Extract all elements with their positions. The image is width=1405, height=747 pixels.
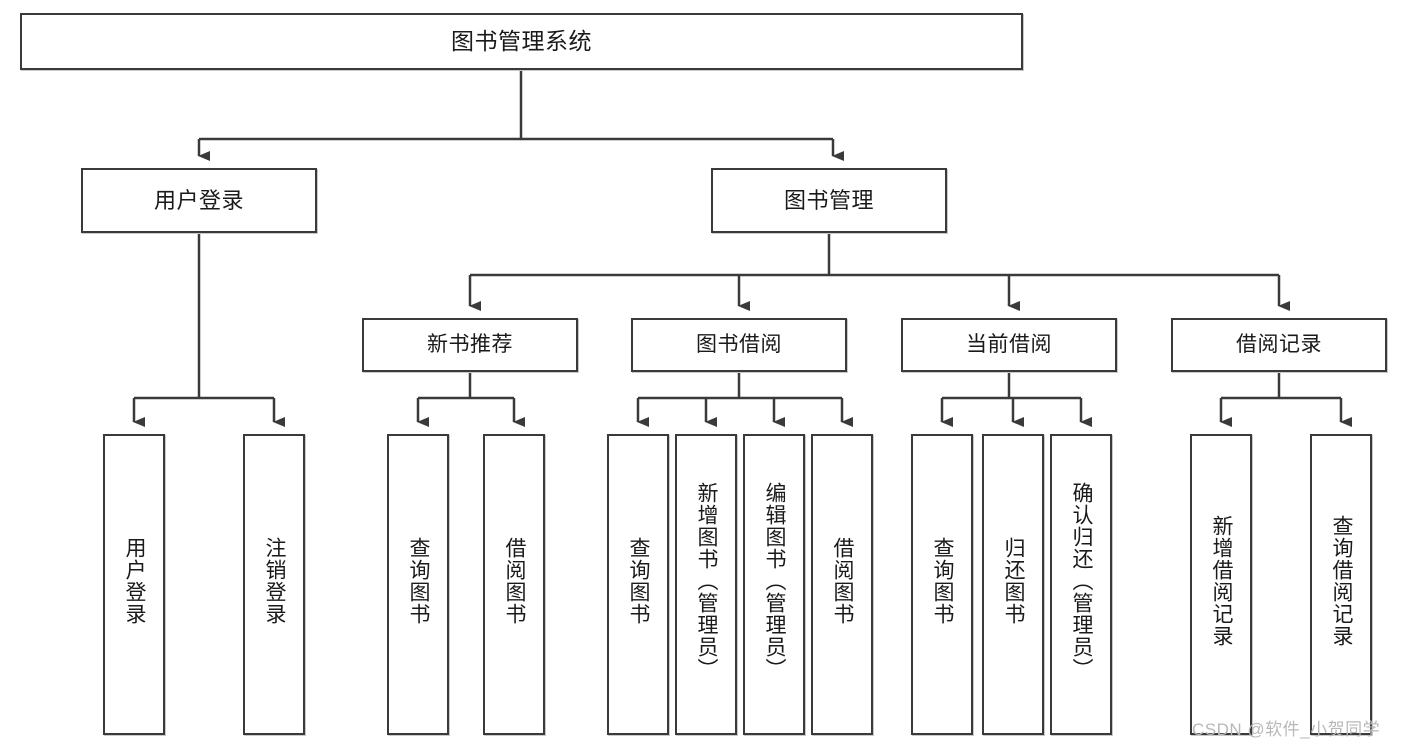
node-root[interactable]: 图书管理系统 xyxy=(20,13,1023,70)
leaf-borrow-book-label: 借阅图书 xyxy=(831,536,855,625)
leaf-borrow-book-recommend[interactable]: 借阅图书 xyxy=(483,434,545,735)
leaf-query-borrow-record[interactable]: 查询借阅记录 xyxy=(1310,434,1372,735)
leaf-add-book-admin-label: 新增图书（管理员） xyxy=(695,481,719,680)
leaf-return-book[interactable]: 归还图书 xyxy=(982,434,1044,735)
leaf-user-login[interactable]: 用户登录 xyxy=(103,434,165,735)
node-book-borrow-label: 图书借阅 xyxy=(696,332,782,356)
leaf-query-book-current[interactable]: 查询图书 xyxy=(911,434,973,735)
node-borrow-record-label: 借阅记录 xyxy=(1236,332,1322,356)
leaf-query-borrow-record-label: 查询借阅记录 xyxy=(1330,514,1354,647)
leaf-add-borrow-record-label: 新增借阅记录 xyxy=(1210,514,1234,647)
node-user-login-label: 用户登录 xyxy=(153,187,244,213)
node-new-book-recommend[interactable]: 新书推荐 xyxy=(362,318,578,372)
leaf-add-book-admin[interactable]: 新增图书（管理员） xyxy=(675,434,737,735)
node-book-management[interactable]: 图书管理 xyxy=(711,168,947,233)
node-current-borrow[interactable]: 当前借阅 xyxy=(901,318,1117,372)
leaf-query-book-recommend-label: 查询图书 xyxy=(407,536,431,625)
leaf-borrow-book[interactable]: 借阅图书 xyxy=(811,434,873,735)
leaf-return-book-label: 归还图书 xyxy=(1002,536,1026,625)
leaf-borrow-book-recommend-label: 借阅图书 xyxy=(503,536,527,625)
node-book-borrow[interactable]: 图书借阅 xyxy=(631,318,847,372)
leaf-edit-book-admin-label: 编辑图书（管理员） xyxy=(763,481,787,680)
leaf-confirm-return-admin[interactable]: 确认归还（管理员） xyxy=(1050,434,1112,735)
node-book-management-label: 图书管理 xyxy=(783,187,874,213)
leaf-logout[interactable]: 注销登录 xyxy=(243,434,305,735)
node-current-borrow-label: 当前借阅 xyxy=(966,332,1052,356)
leaf-query-book-borrow-label: 查询图书 xyxy=(627,536,651,625)
node-new-book-recommend-label: 新书推荐 xyxy=(427,332,513,356)
node-root-label: 图书管理系统 xyxy=(451,28,592,55)
leaf-query-book-borrow[interactable]: 查询图书 xyxy=(607,434,669,735)
leaf-query-book-recommend[interactable]: 查询图书 xyxy=(387,434,449,735)
node-borrow-record[interactable]: 借阅记录 xyxy=(1171,318,1387,372)
leaf-confirm-return-admin-label: 确认归还（管理员） xyxy=(1070,481,1094,680)
leaf-logout-label: 注销登录 xyxy=(263,536,287,625)
node-user-login[interactable]: 用户登录 xyxy=(81,168,317,233)
leaf-edit-book-admin[interactable]: 编辑图书（管理员） xyxy=(743,434,805,735)
leaf-user-login-label: 用户登录 xyxy=(123,536,147,625)
leaf-query-book-current-label: 查询图书 xyxy=(931,536,955,625)
leaf-add-borrow-record[interactable]: 新增借阅记录 xyxy=(1190,434,1252,735)
